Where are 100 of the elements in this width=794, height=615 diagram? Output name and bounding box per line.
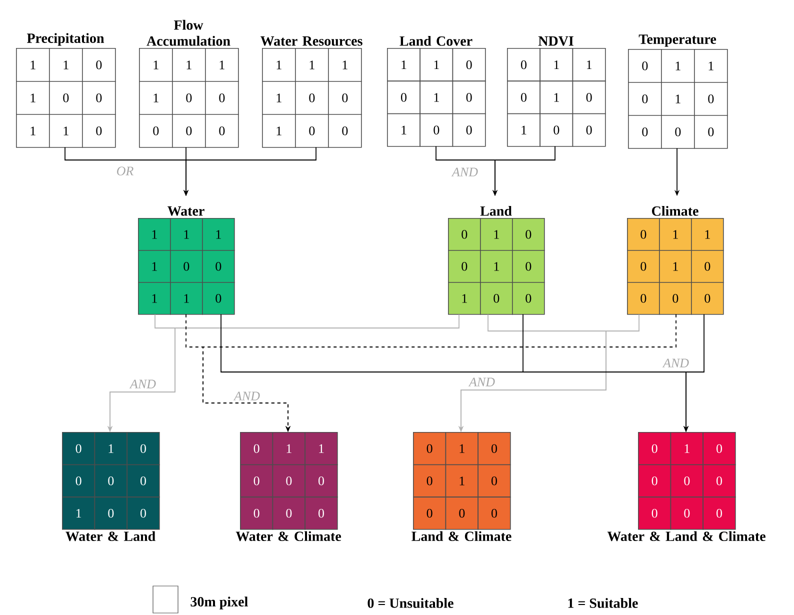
grid-cell: 0 xyxy=(512,250,545,283)
grid-title: Land xyxy=(480,206,512,216)
grid-cell: 0 xyxy=(694,82,728,116)
grid-cell: 0 xyxy=(413,464,446,498)
grid-cell: 0 xyxy=(172,81,206,115)
grid-title: Water & Land & Climate xyxy=(607,531,766,542)
grid-cell: 1 xyxy=(304,432,338,466)
grid-cell: 1 xyxy=(659,250,692,283)
edge-label: AND xyxy=(468,377,496,387)
grid-cell: 0 xyxy=(659,282,692,315)
grid-cell: 0 xyxy=(452,80,486,114)
grid-cell: 1 xyxy=(691,218,724,251)
grid-cell: 0 xyxy=(448,218,481,251)
grid-cell: 1 xyxy=(49,114,83,148)
grid-cell: 0 xyxy=(670,496,704,530)
grid-cell: 0 xyxy=(478,464,511,498)
grid-cell: 0 xyxy=(295,114,329,148)
grid-cell: 0 xyxy=(94,496,128,530)
grid-cell: 0 xyxy=(126,464,160,498)
grid-cell: 1 xyxy=(387,113,420,147)
grid-cell: 1 xyxy=(205,48,239,82)
grid-cell: 0 xyxy=(295,81,329,115)
grid-cell: 0 xyxy=(480,282,513,315)
grid-cell: 0 xyxy=(82,81,116,115)
edge-label: AND xyxy=(451,167,478,177)
grid-cell: 0 xyxy=(512,218,545,251)
grid-cell: 0 xyxy=(172,114,206,148)
grid-cell: 0 xyxy=(572,113,606,147)
grid-cell: 1 xyxy=(328,48,362,82)
grid-title: Flow Accumulation xyxy=(146,20,230,46)
grid-cell: 0 xyxy=(49,81,83,115)
grid-cell: 0 xyxy=(304,464,338,498)
grid-title: Land & Climate xyxy=(412,531,512,542)
grid-cell: 0 xyxy=(205,81,239,115)
grid-cell: 0 xyxy=(702,464,736,498)
grid-cell: 0 xyxy=(507,48,540,82)
key-text: 0 = Unsuitable xyxy=(368,598,454,608)
grid-cell: 1 xyxy=(295,48,329,82)
grid-cell: 0 xyxy=(627,218,660,251)
grid-cell: 1 xyxy=(172,48,206,82)
grid-cell: 0 xyxy=(478,496,511,530)
grid-cell: 1 xyxy=(572,48,606,82)
grid-cell: 0 xyxy=(328,81,362,115)
grid-cell: 1 xyxy=(540,80,574,114)
grid-cell: 1 xyxy=(139,48,173,82)
grid-cell: 0 xyxy=(572,80,606,114)
grid-title: Water Resources xyxy=(260,36,362,46)
edge-label: AND xyxy=(233,391,260,401)
grid-cell: 1 xyxy=(480,250,513,283)
grid-cell: 1 xyxy=(49,48,83,82)
grid-cell: 0 xyxy=(452,113,486,147)
grid-cell: 1 xyxy=(420,48,454,82)
grid-cell: 0 xyxy=(202,250,235,283)
grid-cell: 0 xyxy=(413,496,446,530)
grid-cell: 1 xyxy=(507,113,540,147)
grid-cell: 0 xyxy=(507,80,540,114)
grid-cell: 0 xyxy=(628,115,662,149)
grid-cell: 0 xyxy=(448,250,481,283)
grid-cell: 1 xyxy=(62,496,96,530)
edge-label: AND xyxy=(662,358,690,368)
edge-label: OR xyxy=(116,166,134,176)
grid-cell: 0 xyxy=(638,496,672,530)
grid-cell: 0 xyxy=(240,432,274,466)
grid-cell: 0 xyxy=(540,113,574,147)
grid-cell: 1 xyxy=(445,432,478,466)
grid-cell: 1 xyxy=(170,218,203,251)
grid-cell: 0 xyxy=(628,82,662,116)
grid-cell: 0 xyxy=(702,496,736,530)
grid-cell: 1 xyxy=(694,49,728,83)
grid-cell: 0 xyxy=(126,496,160,530)
grid-cell: 0 xyxy=(638,464,672,498)
grid-cell: 1 xyxy=(445,464,478,498)
grid-cell: 0 xyxy=(691,250,724,283)
grid-cell: 0 xyxy=(627,250,660,283)
grid-title: Water & Climate xyxy=(236,531,341,542)
grid-cell: 1 xyxy=(272,432,306,466)
grid-title: Precipitation xyxy=(26,33,104,46)
grid-title: NDVI xyxy=(538,36,574,46)
grid-cell: 1 xyxy=(138,282,171,315)
grid-cell: 0 xyxy=(661,115,695,149)
grid-cell: 0 xyxy=(694,115,728,149)
grid-title: Water xyxy=(168,206,204,216)
grid-cell: 0 xyxy=(628,49,662,83)
grid-cell: 0 xyxy=(387,80,420,114)
grid-cell: 0 xyxy=(202,282,235,315)
grid-cell: 0 xyxy=(205,114,239,148)
grid-cell: 0 xyxy=(445,496,478,530)
grid-cell: 0 xyxy=(413,432,446,466)
grid-cell: 1 xyxy=(138,218,171,251)
key-text: 1 = Suitable xyxy=(568,598,638,608)
grid-cell: 0 xyxy=(638,432,672,466)
grid-cell: 1 xyxy=(480,218,513,251)
grid-cell: 0 xyxy=(62,432,96,466)
grid-cell: 0 xyxy=(304,496,338,530)
grid-cell: 1 xyxy=(387,48,420,82)
grid-cell: 1 xyxy=(420,80,454,114)
grid-cell: 1 xyxy=(448,282,481,315)
legend-label: 30m pixel xyxy=(190,596,248,610)
edge-label: AND xyxy=(129,379,156,389)
grid-cell: 1 xyxy=(659,218,692,251)
